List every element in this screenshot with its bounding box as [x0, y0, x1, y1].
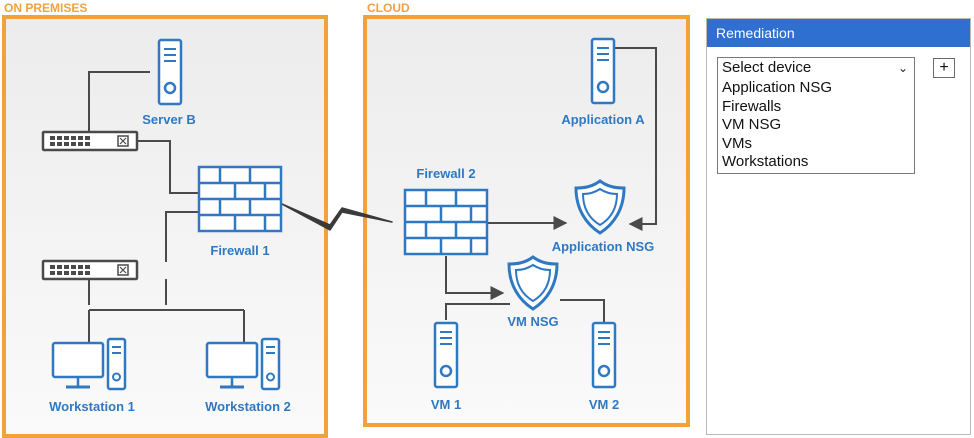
network-diagram: ON PREMISES CLOUD Server B Firewall 1 Wo…	[2, 1, 690, 438]
firewall-icon	[197, 165, 283, 233]
application-a-label: Application A	[561, 112, 645, 127]
server-icon	[590, 37, 616, 105]
vm-1-label: VM 1	[431, 397, 461, 412]
server-icon	[157, 38, 183, 106]
server-b-label: Server B	[142, 112, 195, 127]
link-firewall1-switch2	[165, 211, 199, 262]
server-icon	[433, 321, 459, 389]
vm-2-label: VM 2	[589, 397, 619, 412]
remediation-title: Remediation	[707, 19, 970, 47]
link-firewall2-vmnsg	[445, 256, 505, 300]
option-vm-nsg[interactable]: VM NSG	[722, 116, 782, 134]
firewall-icon	[403, 188, 489, 256]
workstation-1-label: Workstation 1	[49, 399, 135, 414]
network-switch-icon	[41, 259, 139, 281]
network-switch-icon	[41, 130, 139, 152]
chevron-down-icon: ⌄	[897, 61, 908, 75]
device-options-list: Application NSG Firewalls VM NSG VMs Wor…	[717, 78, 915, 174]
firewall-1-label: Firewall 1	[210, 243, 269, 258]
device-select[interactable]: Select device ⌄	[717, 57, 915, 79]
device-select-value: Select device	[722, 59, 812, 76]
link-vm1-vmnsg	[445, 303, 510, 320]
option-application-nsg[interactable]: Application NSG	[722, 79, 833, 96]
link-vmnsg-vm2	[560, 299, 605, 322]
lightning-bolt-icon	[279, 202, 393, 231]
link-switch1-firewall1	[137, 140, 199, 194]
workstation-2-label: Workstation 2	[205, 399, 291, 414]
remediation-panel: Remediation Select device ⌄ Application …	[706, 18, 971, 435]
on-premises-label: ON PREMISES	[4, 1, 87, 15]
option-firewalls[interactable]: Firewalls	[722, 97, 782, 115]
link-switch1-serverb	[88, 71, 150, 132]
firewall-2-label: Firewall 2	[416, 166, 475, 181]
add-button[interactable]: +	[933, 58, 955, 78]
cloud-label: CLOUD	[367, 1, 410, 15]
application-nsg-label: Application NSG	[552, 239, 655, 254]
link-appa-appnsg	[615, 47, 657, 231]
vm-nsg-label: VM NSG	[507, 314, 558, 329]
option-workstations[interactable]: Workstations	[722, 153, 809, 171]
option-vms[interactable]: VMs	[722, 134, 752, 152]
server-icon	[591, 321, 617, 389]
